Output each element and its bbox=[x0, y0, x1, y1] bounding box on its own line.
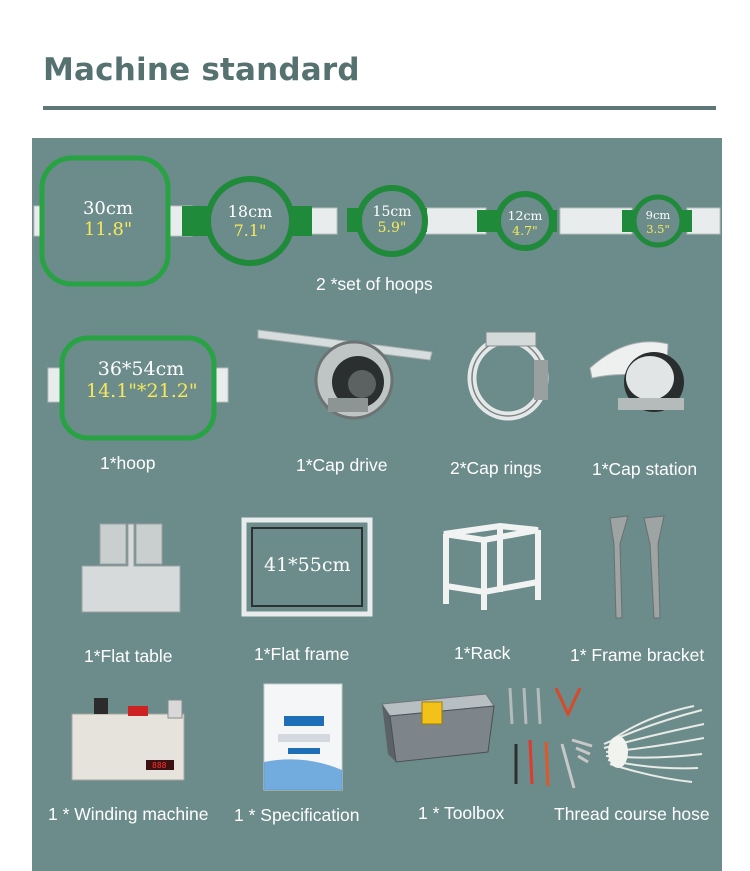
cap-rings-caption: 2*Cap rings bbox=[450, 458, 542, 478]
title-divider bbox=[43, 106, 716, 110]
cap-station-image bbox=[589, 341, 684, 412]
frame-bracket-image bbox=[609, 515, 665, 619]
rack-caption: 1*Rack bbox=[454, 643, 511, 663]
flat-table-caption: 1*Flat table bbox=[84, 646, 173, 666]
large-hoop-caption: 1*hoop bbox=[100, 453, 156, 473]
accessories-panel: 30cm 11.8" 18cm 7.1" 15cm 5.9" 12cm 4.7"… bbox=[32, 138, 722, 871]
flat-frame-caption: 1*Flat frame bbox=[254, 644, 350, 664]
toolbox-caption: 1 * Toolbox bbox=[418, 803, 505, 823]
tools-set-image bbox=[508, 687, 593, 789]
hoop-set-caption: 2 *set of hoops bbox=[316, 274, 433, 294]
hoop-30cm-label: 30cm 11.8" bbox=[82, 198, 134, 240]
flat-frame-image bbox=[241, 517, 373, 617]
hoop-set-image bbox=[33, 155, 721, 287]
winding-machine-image: 888 bbox=[71, 698, 185, 781]
thread-hose-caption: Thread course hose bbox=[554, 804, 710, 824]
flat-table-image bbox=[81, 523, 181, 613]
thread-hose-image bbox=[603, 705, 705, 783]
hoop-9cm-label: 9cm 3.5" bbox=[645, 208, 671, 236]
hoop-15cm-label: 15cm 5.9" bbox=[372, 204, 412, 236]
large-hoop-size-label: 36*54cm 14.1"*21.2" bbox=[86, 358, 198, 402]
specification-caption: 1 * Specification bbox=[234, 805, 360, 825]
winding-machine-caption: 1 * Winding machine bbox=[48, 804, 209, 824]
cap-drive-image bbox=[257, 329, 433, 420]
page-title: Machine standard bbox=[43, 52, 360, 88]
cap-rings-image bbox=[467, 331, 549, 421]
flat-frame-size-label: 41*55cm bbox=[264, 554, 351, 576]
hoop-12cm-label: 12cm 4.7" bbox=[507, 208, 543, 238]
hoop-18cm-label: 18cm 7.1" bbox=[227, 202, 273, 240]
specification-image bbox=[263, 683, 343, 791]
svg-text:888: 888 bbox=[152, 761, 167, 770]
toolbox-image bbox=[381, 693, 495, 763]
frame-bracket-caption: 1* Frame bracket bbox=[570, 645, 705, 665]
cap-station-caption: 1*Cap station bbox=[592, 459, 698, 479]
rack-image bbox=[443, 522, 541, 610]
cap-drive-caption: 1*Cap drive bbox=[296, 455, 388, 475]
large-hoop-image bbox=[47, 335, 229, 441]
